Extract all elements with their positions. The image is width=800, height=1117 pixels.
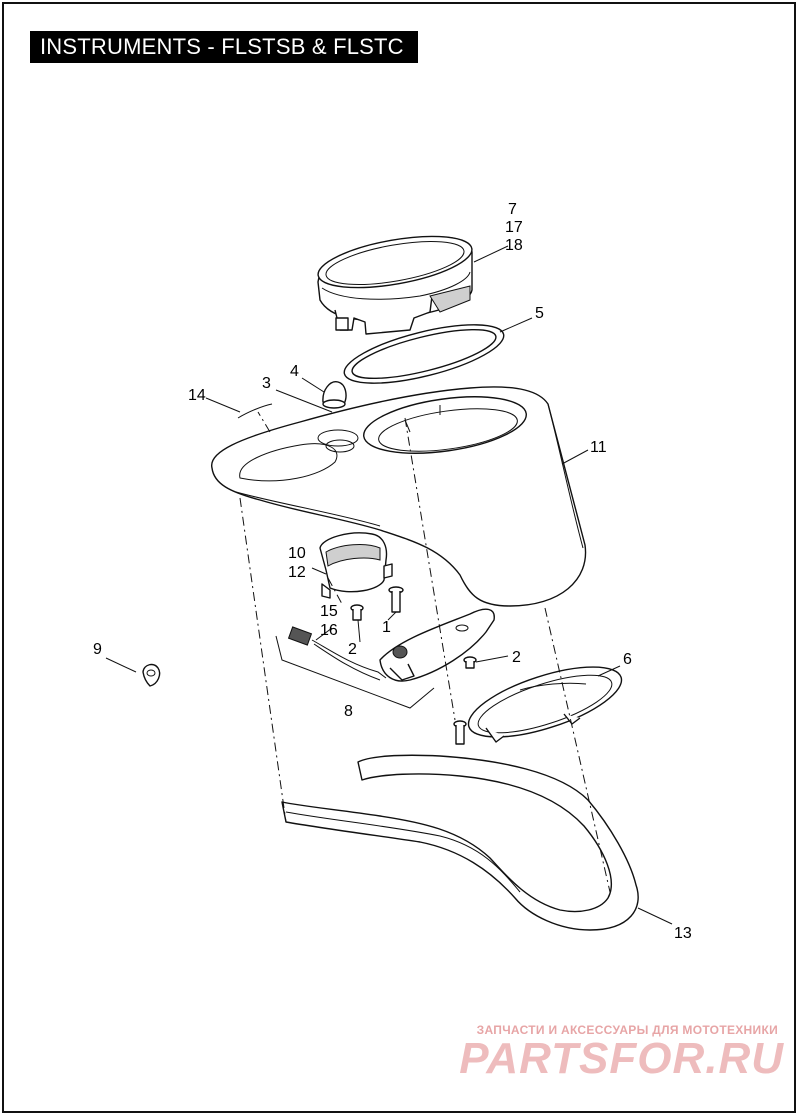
bottom-bezel [467, 666, 623, 743]
callout-12: 12 [288, 564, 306, 581]
watermark-logo: PARTSFOR.RU [459, 1034, 784, 1083]
callout-11: 11 [590, 439, 607, 456]
screw-2-upper [350, 604, 364, 621]
callout-7: 7 [508, 201, 517, 218]
screw-1 [388, 586, 404, 613]
callout-13: 13 [674, 925, 692, 942]
callout-1: 1 [382, 619, 391, 636]
callout-4: 4 [290, 363, 299, 380]
callout-17: 17 [505, 219, 523, 236]
wire-clip [142, 663, 161, 687]
callout-numbers: 7 17 18 5 4 3 14 11 10 12 15 16 1 2 2 9 … [93, 201, 692, 942]
callout-14: 14 [188, 387, 206, 404]
callout-18: 18 [505, 237, 523, 254]
gauge-gasket [343, 324, 505, 384]
indicator-lamp-housing [319, 532, 393, 599]
indicator-lens [322, 381, 347, 409]
watermark-tagline: ЗАПЧАСТИ И АКСЕССУАРЫ ДЛЯ МОТОТЕХНИКИ [476, 1023, 778, 1037]
callout-3: 3 [262, 375, 271, 392]
alignment-lines [239, 411, 611, 893]
callout-16: 16 [320, 622, 338, 639]
leader-lines [105, 245, 673, 925]
seal-strip [237, 403, 273, 419]
page-title: INSTRUMENTS - FLSTSB & FLSTC [30, 31, 418, 63]
speedometer-gauge [317, 235, 473, 335]
callout-15: 15 [320, 603, 338, 620]
callout-8: 8 [344, 703, 353, 720]
callout-2-upper: 2 [348, 641, 357, 658]
callout-5: 5 [535, 305, 544, 322]
wiring-harness [287, 608, 495, 682]
dash-trim [281, 754, 639, 931]
instrument-console [211, 386, 587, 607]
callout-2-right: 2 [512, 649, 521, 666]
callout-9: 9 [93, 641, 102, 658]
callout-6: 6 [623, 651, 632, 668]
screw-2-lower [453, 720, 467, 745]
callout-10: 10 [288, 545, 306, 562]
screw-2-right [463, 656, 477, 669]
